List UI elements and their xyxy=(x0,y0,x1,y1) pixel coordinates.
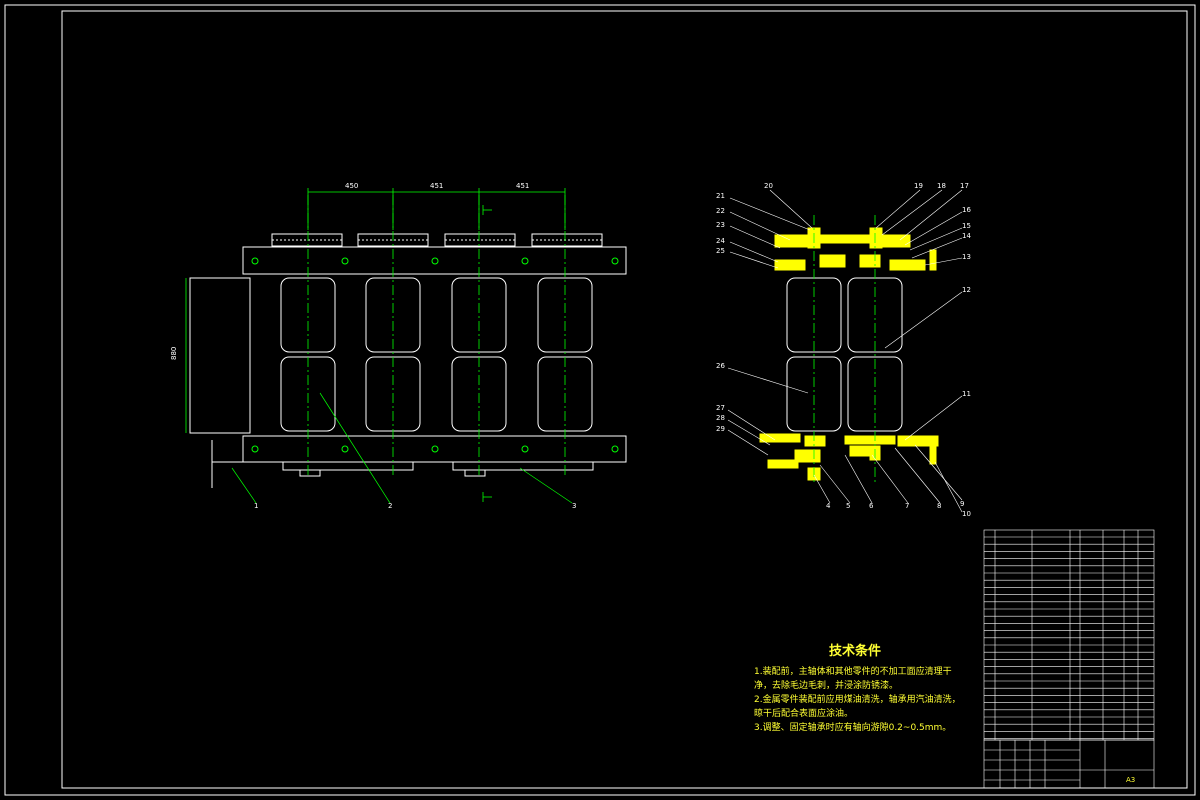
side-label-20: 20 xyxy=(764,182,773,190)
tech-title: 技术条件 xyxy=(829,644,882,659)
height-dim: 880 xyxy=(170,347,178,360)
side-label-27: 27 xyxy=(716,404,725,412)
side-label-4: 4 xyxy=(826,502,831,510)
paper-size: A3 xyxy=(1126,776,1135,784)
side-label-16: 16 xyxy=(962,206,971,214)
side-label-21: 21 xyxy=(716,192,725,200)
bottom-plate xyxy=(242,435,627,463)
dim-3: 451 xyxy=(516,182,529,190)
side-label-19: 19 xyxy=(914,182,923,190)
tech-line: 3.调整、固定轴承时应有轴向游隙0.2~0.5mm。 xyxy=(754,723,952,733)
dim-2: 451 xyxy=(430,182,443,190)
side-label-8: 8 xyxy=(937,502,941,510)
tech-line: 晾干后配合表面应涂油。 xyxy=(754,709,854,719)
front-centerlines xyxy=(307,195,566,475)
rollers xyxy=(280,277,593,432)
side-label-25: 25 xyxy=(716,247,725,255)
front-view xyxy=(189,233,627,488)
side-label-7: 7 xyxy=(905,502,909,510)
tech-line: 1.装配前，主轴体和其他零件的不加工面应清理干 xyxy=(754,667,952,677)
tech-line: 净，去除毛边毛刺，并浸涂防锈漆。 xyxy=(754,681,899,691)
side-label-18: 18 xyxy=(937,182,946,190)
side-label-10: 10 xyxy=(962,510,971,518)
technical-requirements: 技术条件 1.装配前，主轴体和其他零件的不加工面应清理干 净，去除毛边毛刺，并浸… xyxy=(754,640,984,735)
top-plate xyxy=(242,246,627,275)
left-box xyxy=(189,277,251,434)
parts-list xyxy=(983,529,1155,741)
side-label-6: 6 xyxy=(869,502,874,510)
dimension-top xyxy=(307,188,566,502)
side-label-9: 9 xyxy=(960,500,964,508)
side-label-23: 23 xyxy=(716,221,725,229)
side-label-13: 13 xyxy=(962,253,971,261)
front-label-2: 2 xyxy=(388,502,392,510)
side-label-22: 22 xyxy=(716,207,725,215)
front-label-3: 3 xyxy=(572,502,576,510)
side-label-24: 24 xyxy=(716,237,725,245)
side-label-15: 15 xyxy=(962,222,971,230)
tech-line: 2.金属零件装配前应用煤油清洗，轴承用汽油清洗， xyxy=(754,695,961,705)
side-label-11: 11 xyxy=(962,390,971,398)
side-label-14: 14 xyxy=(962,232,971,240)
title-block xyxy=(983,739,1155,789)
top-gears xyxy=(271,233,603,247)
side-view: 20 19 18 17 21 22 23 24 25 26 27 28 29 1… xyxy=(716,182,971,518)
bolt-holes xyxy=(251,257,619,453)
side-label-17: 17 xyxy=(960,182,969,190)
side-label-12: 12 xyxy=(962,286,971,294)
outer-border xyxy=(4,4,1196,796)
side-label-5: 5 xyxy=(846,502,850,510)
front-label-1: 1 xyxy=(254,502,258,510)
inner-border xyxy=(61,10,1188,789)
side-label-28: 28 xyxy=(716,414,725,422)
dim-1: 450 xyxy=(345,182,358,190)
side-label-26: 26 xyxy=(716,362,725,370)
side-label-29: 29 xyxy=(716,425,725,433)
